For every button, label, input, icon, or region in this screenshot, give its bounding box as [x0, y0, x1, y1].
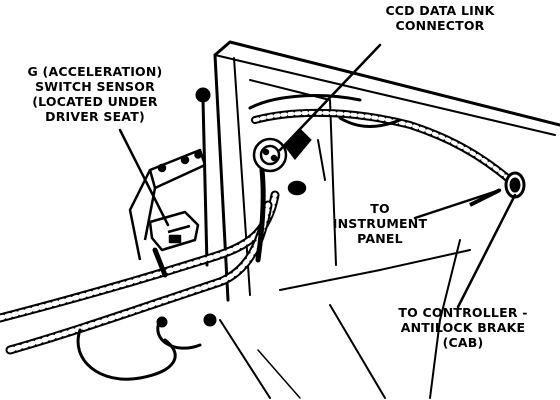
ccd-connector-label: CCD DATA LINK CONNECTOR [385, 3, 495, 33]
controller-label: TO CONTROLLER - ANTILOCK BRAKE (CAB) [398, 305, 528, 350]
instrument-panel-label: TO INSTRUMENT PANEL [332, 201, 428, 246]
seat-post [195, 87, 211, 267]
leader-g-sensor [118, 128, 170, 227]
upper-wire-harness [248, 94, 514, 263]
leader-controller [456, 193, 517, 309]
leader-instrument [413, 188, 502, 220]
ccd-connector-device [252, 128, 312, 196]
leader-lines [118, 43, 517, 309]
g-sensor-device [148, 210, 200, 252]
main-wire-harness [0, 190, 280, 355]
leader-ccd [278, 43, 382, 152]
body-panel [213, 40, 560, 399]
controller-connector [469, 171, 526, 207]
loose-wire [76, 313, 217, 381]
g-sensor-label: G (ACCELERATION) SWITCH SENSOR (LOCATED … [27, 64, 163, 124]
